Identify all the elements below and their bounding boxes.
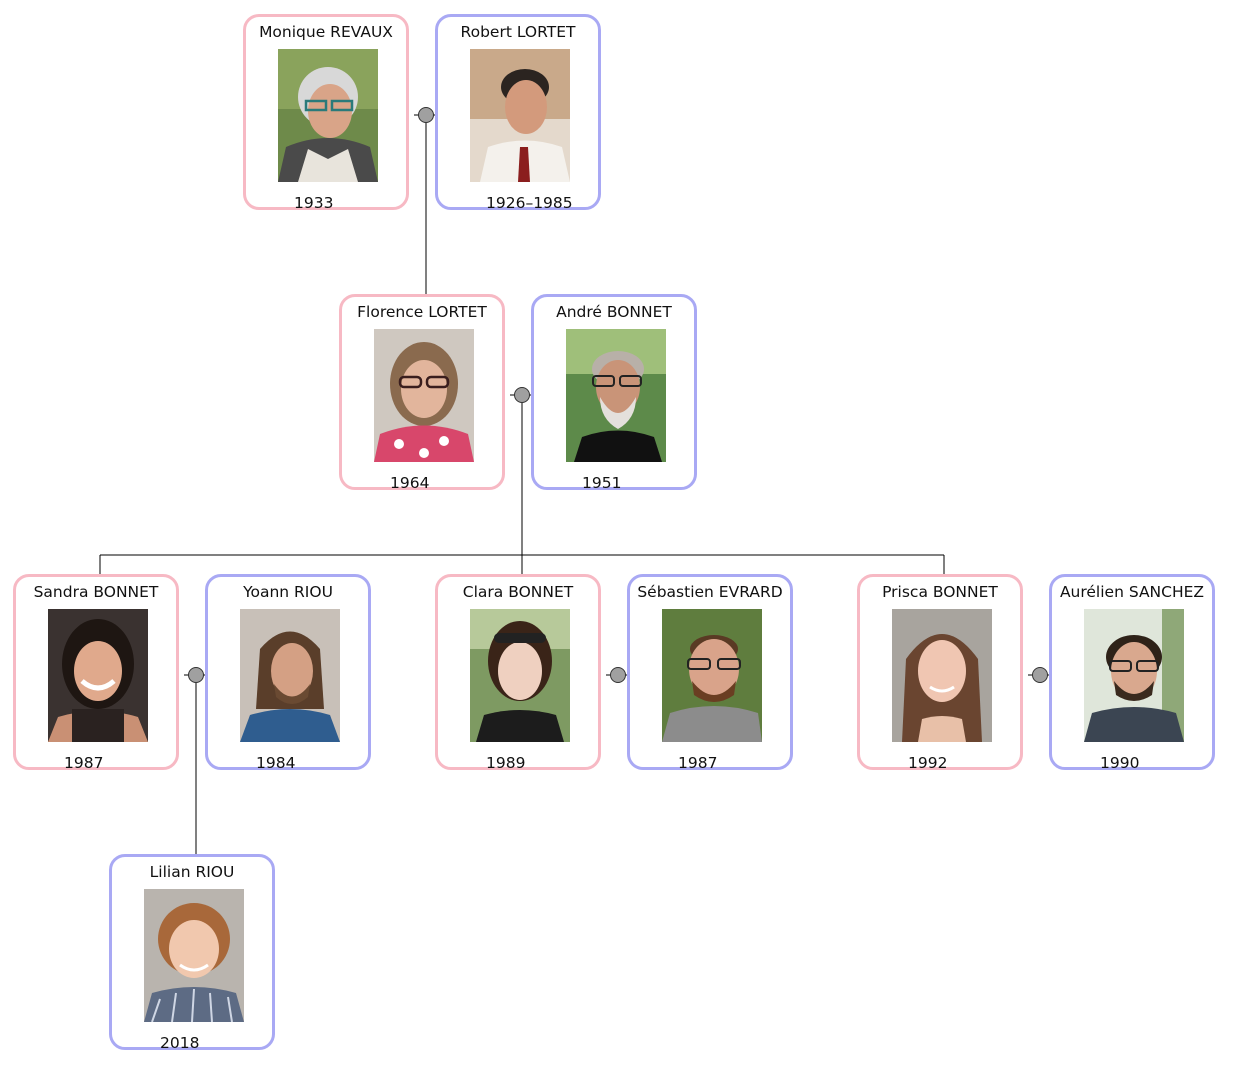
portrait-photo — [48, 609, 148, 742]
person-card-robert-lortet[interactable]: Robert LORTET 1926–1985 — [435, 14, 601, 212]
person-card-sandra-bonnet[interactable]: Sandra BONNET 1987 — [13, 574, 179, 772]
union-dot-revaux-lortet[interactable] — [418, 107, 434, 123]
person-name: Sébastien EVRARD — [637, 583, 783, 601]
person-name: Florence LORTET — [357, 303, 487, 321]
portrait-photo — [240, 609, 340, 742]
union-dot-bonnet-evrard[interactable] — [610, 667, 626, 683]
person-name: Clara BONNET — [462, 583, 574, 601]
person-name: Sandra BONNET — [33, 583, 159, 601]
portrait-photo — [470, 609, 570, 742]
person-card-lilian-riou[interactable]: Lilian RIOU 2018 — [109, 854, 275, 1052]
person-name: Lilian RIOU — [149, 863, 235, 881]
person-card-yoann-riou[interactable]: Yoann RIOU 1984 — [205, 574, 371, 772]
person-dates: 1987 — [678, 754, 718, 772]
portrait-photo — [662, 609, 762, 742]
union-dot-bonnet-sanchez[interactable] — [1032, 667, 1048, 683]
person-card-aurelien-sanchez[interactable]: Aurélien SANCHEZ 1990 — [1049, 574, 1215, 772]
person-dates: 1964 — [390, 474, 430, 492]
person-dates: 1990 — [1100, 754, 1140, 772]
person-card-prisca-bonnet[interactable]: Prisca BONNET 1992 — [857, 574, 1023, 772]
person-card-clara-bonnet[interactable]: Clara BONNET 1989 — [435, 574, 601, 772]
portrait-photo — [566, 329, 666, 462]
person-card-florence-lortet[interactable]: Florence LORTET 1964 — [339, 294, 505, 492]
person-dates: 1984 — [256, 754, 296, 772]
portrait-photo — [374, 329, 474, 462]
person-name: Prisca BONNET — [882, 583, 998, 601]
portrait-photo — [470, 49, 570, 182]
person-dates: 1933 — [294, 194, 334, 212]
person-dates: 1951 — [582, 474, 622, 492]
person-dates: 1987 — [64, 754, 104, 772]
person-card-monique-revaux[interactable]: Monique REVAUX 1933 — [243, 14, 409, 212]
person-card-sebastien-evrard[interactable]: Sébastien EVRARD 1987 — [627, 574, 793, 772]
person-dates: 1989 — [486, 754, 526, 772]
portrait-photo — [892, 609, 992, 742]
person-name: Monique REVAUX — [259, 23, 393, 41]
person-dates: 1992 — [908, 754, 948, 772]
person-name: Aurélien SANCHEZ — [1059, 583, 1205, 601]
portrait-photo — [144, 889, 244, 1022]
person-dates: 2018 — [160, 1034, 200, 1052]
portrait-photo — [1084, 609, 1184, 742]
person-name: André BONNET — [556, 303, 672, 321]
person-card-andre-bonnet[interactable]: André BONNET 1951 — [531, 294, 697, 492]
union-dot-bonnet-riou[interactable] — [188, 667, 204, 683]
person-dates: 1926–1985 — [486, 194, 573, 212]
person-name: Robert LORTET — [460, 23, 576, 41]
union-dot-lortet-bonnet[interactable] — [514, 387, 530, 403]
person-name: Yoann RIOU — [243, 583, 333, 601]
portrait-photo — [278, 49, 378, 182]
